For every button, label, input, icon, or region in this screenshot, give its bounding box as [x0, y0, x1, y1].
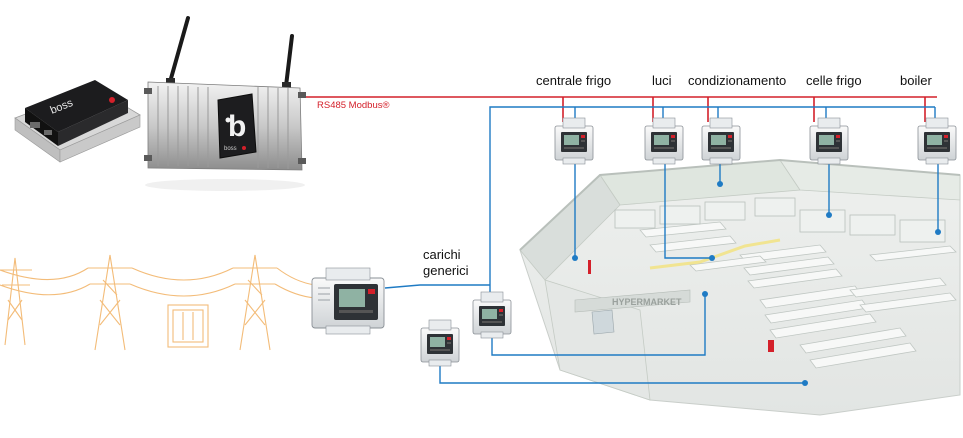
generic-loads-label-line1: carichi: [423, 247, 461, 262]
meter-condizionamento: [701, 117, 741, 165]
pylon-3: [233, 254, 277, 351]
meter-main: [311, 267, 385, 335]
meter-centrale-frigo: [554, 117, 594, 165]
meter-boiler: [917, 117, 957, 165]
boss-server-badge: b: [228, 110, 246, 143]
load-label-centrale-frigo: centrale frigo: [536, 73, 612, 88]
meter-generic-1: [472, 291, 512, 339]
load-label-celle-frigo: celle frigo: [806, 73, 862, 88]
link-nodes: [572, 181, 941, 386]
generic-loads-label-line2: generici: [423, 263, 469, 278]
boss-mini-device: boss: [14, 80, 141, 163]
pylon-1: [0, 257, 32, 346]
pylon-2: [88, 254, 132, 351]
meter-generic-2: [420, 319, 460, 367]
boss-server-logo: boss: [224, 146, 237, 152]
bus-label: RS485 Modbus®: [317, 100, 390, 111]
boss-server-device: b boss: [144, 16, 306, 191]
rs485-bus: [302, 96, 937, 122]
meter-luci: [644, 117, 684, 165]
hypermarket-sign: HYPERMARKET: [612, 297, 682, 307]
supermarket-building: HYPERMARKET: [519, 158, 961, 416]
meter-celle-frigo: [809, 117, 849, 165]
load-label-boiler: boiler: [900, 73, 932, 88]
load-label-condizionamento: condizionamento: [688, 73, 787, 88]
power-pylons: [0, 254, 316, 351]
load-label-luci: luci: [652, 73, 672, 88]
